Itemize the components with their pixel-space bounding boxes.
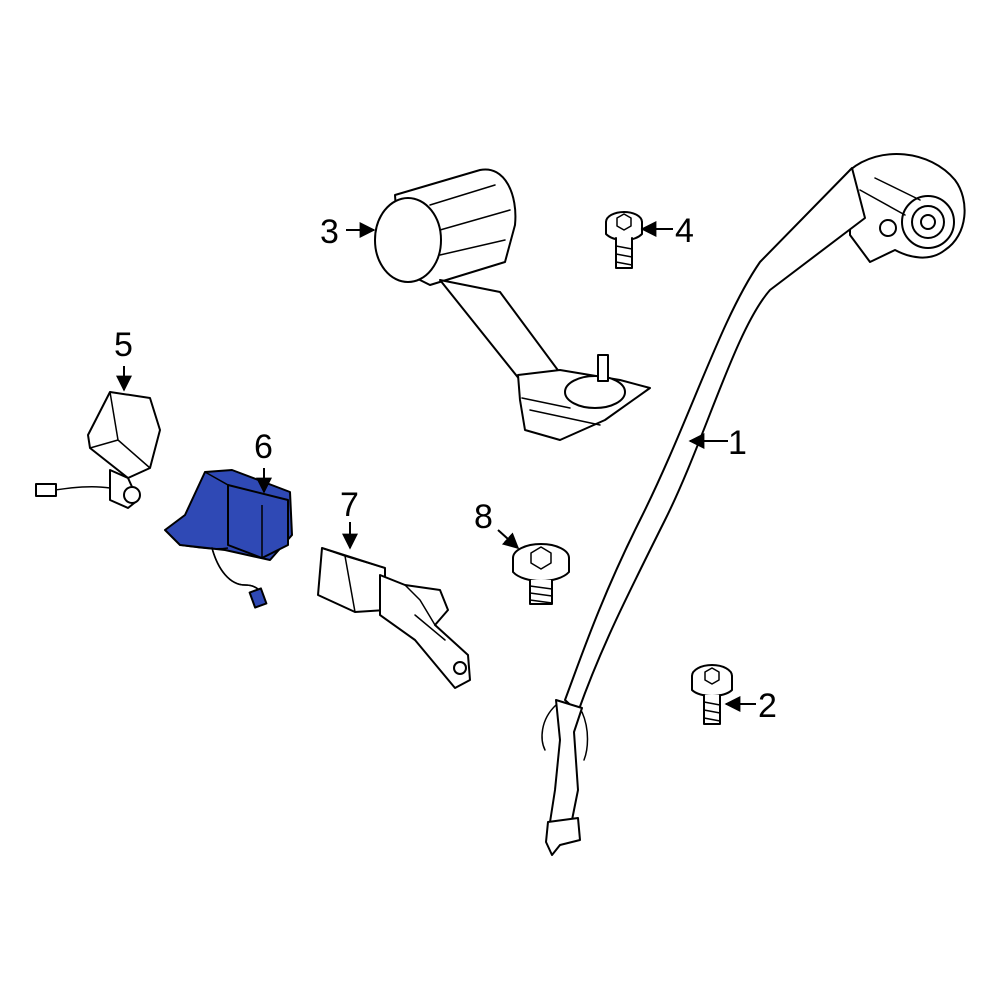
callout-4: 4 xyxy=(640,212,694,250)
buckle-bolt-drawing[interactable] xyxy=(512,543,570,605)
callout-5: 5 xyxy=(114,326,133,392)
retractor-drawing[interactable] xyxy=(374,168,651,441)
callout-6: 6 xyxy=(254,428,273,494)
callout-label-2: 2 xyxy=(758,687,777,725)
buckle-highlighted-drawing[interactable] xyxy=(164,469,293,609)
callout-1: 1 xyxy=(688,424,747,462)
callout-label-5: 5 xyxy=(114,326,133,364)
callout-7: 7 xyxy=(340,486,359,550)
callout-8: 8 xyxy=(474,498,520,550)
buckle-drawing[interactable] xyxy=(35,391,161,509)
callout-label-6: 6 xyxy=(254,428,273,466)
anchor-bolt-drawing[interactable] xyxy=(691,664,733,725)
buckle-end-drawing[interactable] xyxy=(317,547,471,689)
callout-label-7: 7 xyxy=(340,486,359,524)
callout-label-4: 4 xyxy=(675,212,694,250)
callout-label-1: 1 xyxy=(728,424,747,462)
retractor-bolt-drawing[interactable] xyxy=(605,211,643,269)
callout-label-8: 8 xyxy=(474,498,493,536)
callout-2: 2 xyxy=(724,687,777,725)
seat-belt-assembly-drawing[interactable] xyxy=(541,153,966,856)
callout-3: 3 xyxy=(320,213,376,251)
callout-label-3: 3 xyxy=(320,213,339,251)
